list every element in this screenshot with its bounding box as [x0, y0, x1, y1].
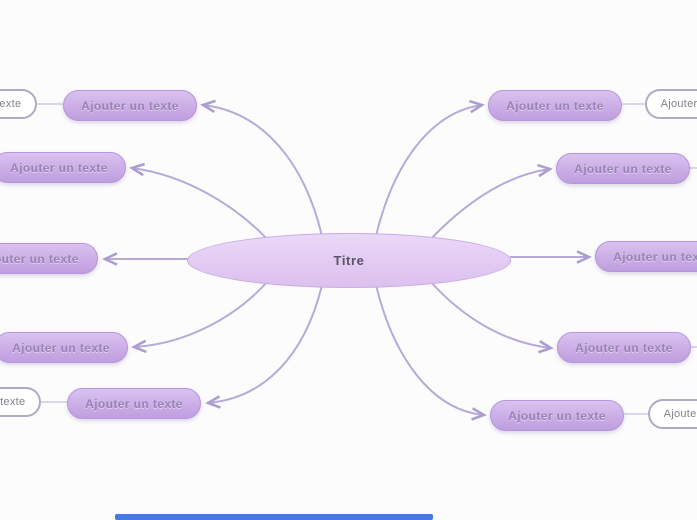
branch-node-left-3[interactable]: Ajouter un texte [0, 243, 98, 274]
connector-curve-left-5 [208, 284, 323, 403]
center-node-titre[interactable]: Titre [187, 233, 511, 288]
secondary-node-right-5[interactable]: Ajouter un texte [648, 399, 697, 429]
branch-node-left-4[interactable]: Ajouter un texte [0, 332, 128, 363]
branch-node-label: Ajouter un texte [12, 340, 110, 355]
branch-node-label: Ajouter un texte [613, 249, 697, 264]
branch-node-label: Ajouter un texte [81, 98, 179, 113]
secondary-node-right-1[interactable]: Ajouter un texte [645, 89, 697, 119]
secondary-node-left-1[interactable]: Ajouter un texte [0, 89, 37, 119]
branch-node-right-5[interactable]: Ajouter un texte [490, 400, 624, 431]
branch-node-label: Ajouter un texte [10, 160, 108, 175]
branch-node-right-1[interactable]: Ajouter un texte [488, 90, 622, 121]
branch-node-label: Ajouter un texte [0, 251, 79, 266]
bottom-scrollbar[interactable] [115, 514, 433, 520]
secondary-node-label: Ajouter un texte [660, 98, 697, 110]
branch-node-label: Ajouter un texte [575, 340, 673, 355]
connector-curve-left-1 [203, 105, 323, 237]
connector-curve-right-5 [375, 284, 484, 415]
secondary-node-label: Ajouter un texte [0, 98, 22, 110]
connector-curve-left-4 [134, 280, 269, 347]
secondary-node-label: Ajouter un texte [663, 408, 697, 420]
branch-node-label: Ajouter un texte [506, 98, 604, 113]
branch-node-right-4[interactable]: Ajouter un texte [557, 332, 691, 363]
branch-node-label: Ajouter un texte [508, 408, 606, 423]
branch-node-left-1[interactable]: Ajouter un texte [63, 90, 197, 121]
secondary-node-left-5[interactable]: Ajouter un texte [0, 387, 41, 417]
branch-node-left-2[interactable]: Ajouter un texte [0, 152, 126, 183]
branch-node-right-3[interactable]: Ajouter un texte [595, 241, 697, 272]
branch-node-label: Ajouter un texte [574, 161, 672, 176]
branch-node-label: Ajouter un texte [85, 396, 183, 411]
connector-curve-right-2 [429, 169, 550, 241]
connector-curve-right-4 [429, 280, 551, 348]
branch-node-right-2[interactable]: Ajouter un texte [556, 153, 690, 184]
connector-curve-left-2 [132, 168, 269, 241]
connector-curve-right-1 [375, 105, 482, 237]
center-node-label: Titre [333, 253, 365, 268]
secondary-node-label: Ajouter un texte [0, 396, 26, 408]
branch-node-left-5[interactable]: Ajouter un texte [67, 388, 201, 419]
